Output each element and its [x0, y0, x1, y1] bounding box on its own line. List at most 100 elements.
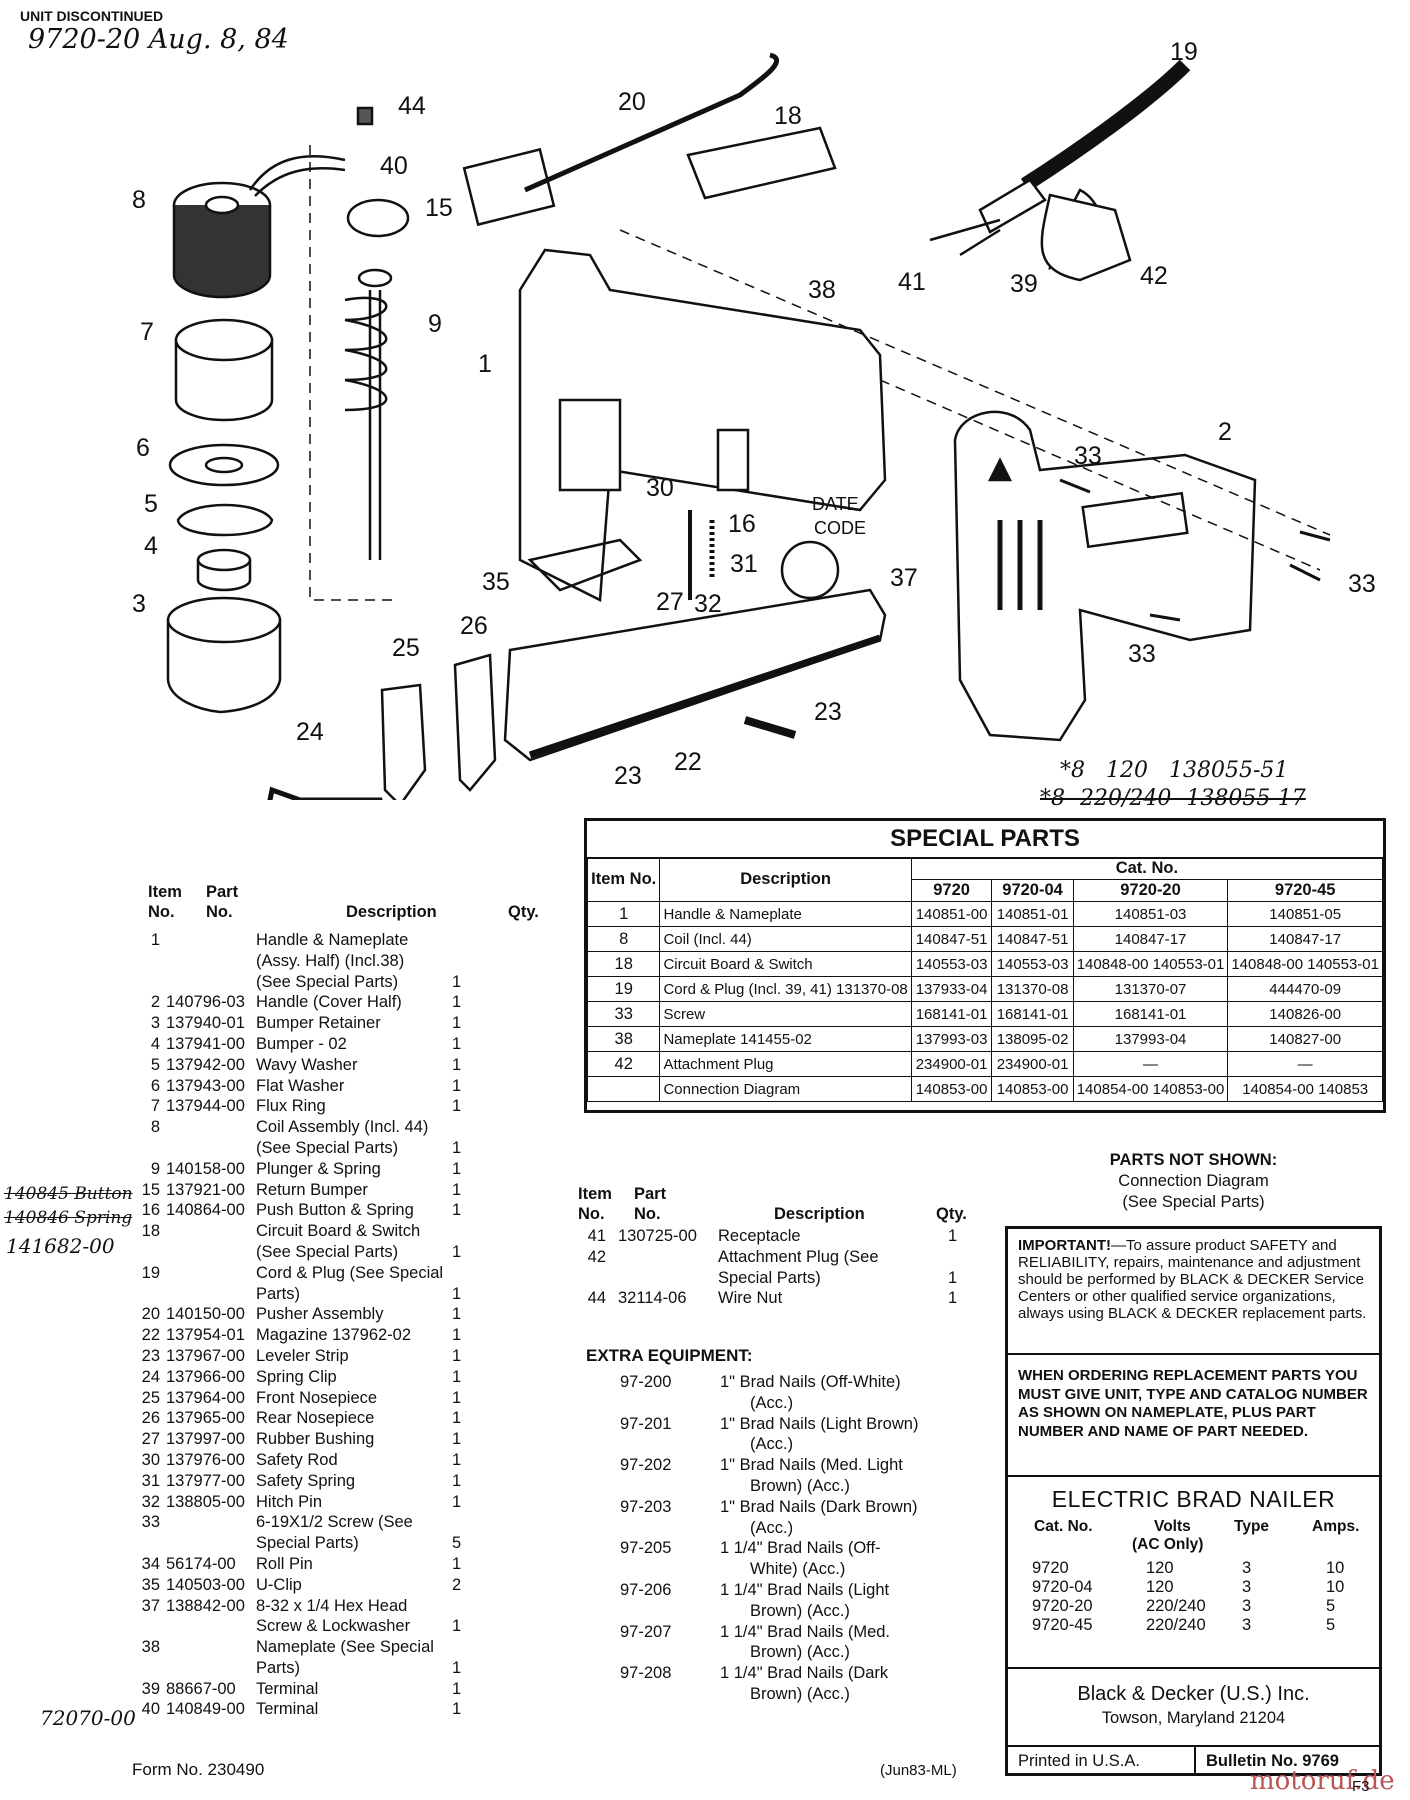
sp-cat-value: 140553-03 — [910, 951, 993, 977]
parts-qty: 2 — [452, 1575, 462, 1594]
callout-19: 19 — [1170, 38, 1198, 66]
parts-item: 31 — [141, 1471, 160, 1490]
parts-qty: 1 — [452, 1201, 462, 1220]
extra-desc: Brown) (Acc.) — [750, 1643, 850, 1662]
extra-desc: 1 1/4" Brad Nails (Light — [720, 1580, 890, 1599]
parts-item: 32 — [141, 1492, 160, 1511]
product-col-cat: Cat. No. — [1034, 1518, 1093, 1535]
sp-cat-value: 140553-03 — [991, 951, 1074, 977]
callout-34: 23 — [814, 698, 842, 726]
bulletin-no: Bulletin No. 9769 — [1206, 1752, 1339, 1770]
parts-list-header: Item No. Part No. Description Qty. — [130, 882, 550, 924]
parts-part: 130725-00 — [618, 1227, 697, 1245]
sp-item — [586, 1076, 661, 1102]
page-tag: F3 — [1352, 1778, 1370, 1795]
parts-item: 15 — [141, 1180, 160, 1199]
parts-desc: Coil Assembly (Incl. 44) — [256, 1118, 429, 1137]
callout-25: 25 — [392, 634, 420, 662]
header-item: Item No. — [148, 883, 182, 921]
parts-item: 20 — [141, 1305, 160, 1324]
parts-qty: 1 — [452, 1284, 462, 1303]
parts-row: Parts)1 — [130, 1284, 550, 1305]
parts-part: 137940-01 — [166, 1014, 245, 1033]
callout-35: 35 — [482, 568, 510, 596]
parts-qty: 1 — [948, 1268, 958, 1287]
company-name: Black & Decker (U.S.) Inc. — [1077, 1683, 1310, 1705]
sp-desc: Handle & Nameplate — [659, 901, 912, 927]
parts-item: 16 — [141, 1201, 160, 1220]
product-col-amps: Amps. — [1312, 1518, 1360, 1535]
company-address: Towson, Maryland 21204 — [1101, 1709, 1286, 1727]
sp-cat-value: 140847-51 — [910, 926, 993, 952]
parts-part: 88667-00 — [166, 1679, 236, 1698]
parts-item: 35 — [141, 1575, 160, 1594]
sp-item: 18 — [586, 951, 661, 977]
parts-item: 30 — [141, 1450, 160, 1469]
sp-cat-value: — — [1227, 1051, 1383, 1077]
parts-desc: Safety Rod — [256, 1450, 338, 1469]
callout-30: 30 — [646, 474, 674, 502]
extra-cat: 97-205 — [620, 1539, 672, 1558]
parts-desc: Return Bumper — [256, 1180, 368, 1199]
sp-cat-value: 168141-01 — [1072, 1001, 1229, 1027]
parts-row: Special Parts)5 — [130, 1533, 550, 1554]
extra-cat: 97-201 — [620, 1414, 672, 1433]
special-parts-grid: Item No. Description Cat. No. 9720 9720-… — [586, 857, 1384, 1102]
product-type: 3 — [1242, 1559, 1252, 1577]
watermark: motoruf.de — [1250, 1766, 1395, 1796]
parts-part: 32114-06 — [618, 1289, 687, 1308]
extra-cat: 97-202 — [620, 1456, 672, 1475]
product-volts: 220/240 — [1146, 1616, 1206, 1634]
parts-part: 137965-00 — [166, 1409, 245, 1428]
parts-qty: 1 — [948, 1289, 958, 1308]
sp-cat-value: 140853-00 — [910, 1076, 993, 1102]
parts-desc: Terminal — [256, 1700, 319, 1719]
extra-desc: Brown) (Acc.) — [750, 1684, 850, 1703]
parts-desc: Pusher Assembly — [256, 1305, 384, 1324]
parts-desc: 8-32 x 1/4 Hex Head — [256, 1596, 408, 1615]
callout-1: 1 — [478, 350, 492, 378]
callout-20: 20 — [618, 88, 646, 116]
sp-cat-value: 140847-51 — [991, 926, 1074, 952]
callout-33-b: 33 — [1348, 570, 1376, 598]
parts-desc: Flux Ring — [256, 1097, 326, 1116]
sp-item: 33 — [586, 1001, 661, 1027]
parts-item: 24 — [141, 1367, 160, 1386]
header-qty: Qty. — [936, 1205, 967, 1223]
handwritten-special-note-2: *8 220/240 138055-17 — [1040, 786, 1306, 811]
parts-qty: 1 — [452, 1617, 462, 1636]
extra-equipment-line: Brown) (Acc.) — [600, 1476, 990, 1497]
parts-desc: Receptacle — [718, 1227, 801, 1245]
extra-desc: 1" Brad Nails (Dark Brown) — [720, 1497, 918, 1516]
unit-status: UNIT DISCONTINUED — [20, 8, 164, 24]
parts-qty: 1 — [452, 1700, 462, 1719]
parts-desc: Magazine 137962-02 — [256, 1326, 412, 1345]
handwritten-special-note-1: *8 120 138055-51 — [1060, 758, 1289, 783]
sp-cat-value: 140851-03 — [1072, 901, 1229, 927]
parts-row: Parts)1 — [130, 1658, 550, 1679]
parts-part: 138842-00 — [166, 1596, 245, 1615]
parts-desc: Plunger & Spring — [256, 1159, 381, 1178]
sp-model: 9720 — [910, 879, 993, 902]
sp-item: 1 — [586, 901, 661, 927]
product-col-volts-sub: (AC Only) — [1132, 1536, 1204, 1553]
parts-desc: Wavy Washer — [256, 1055, 358, 1074]
parts-part: 137921-00 — [166, 1180, 245, 1199]
